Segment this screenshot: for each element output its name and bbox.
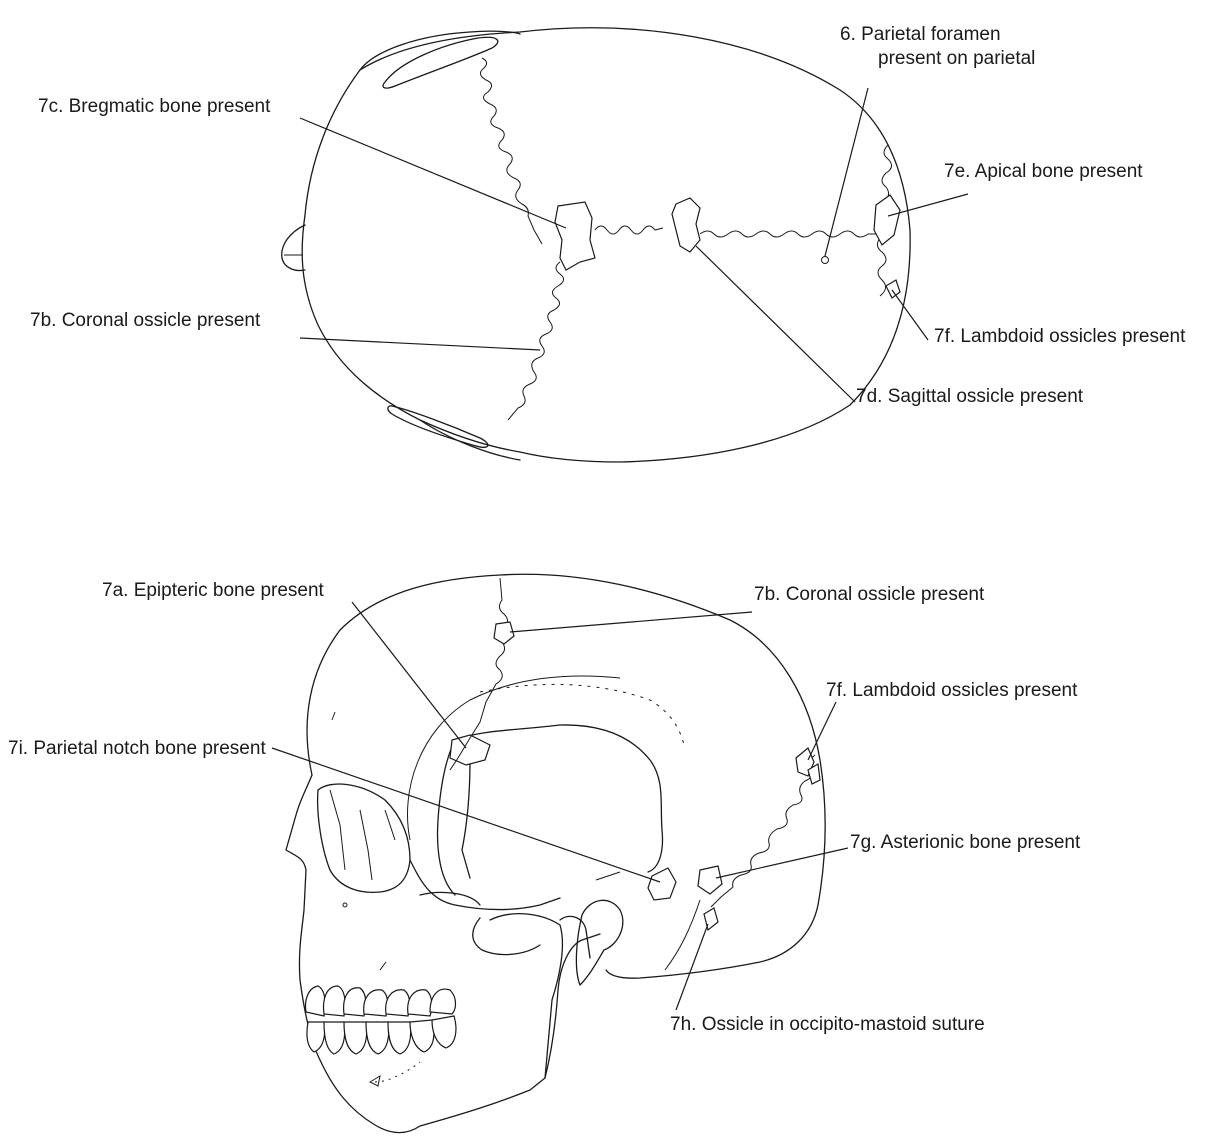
- top-view-apical-bone: [874, 195, 900, 245]
- side-view-ear-region: [576, 900, 622, 985]
- side-view-orbit: [318, 784, 410, 892]
- label-asterionic-bone: 7g. Asterionic bone present: [850, 832, 1081, 853]
- top-view-bregmatic-bone: [555, 202, 595, 270]
- top-view-outline: [302, 28, 910, 462]
- side-view-leader-lines: [272, 602, 848, 1010]
- side-view-mandible: [490, 914, 562, 1078]
- label-parietal-foramen-line2: present on parietal: [878, 48, 1035, 69]
- label-occipito-mastoid-ossicle: 7h. Ossicle in occipito-mastoid suture: [670, 1014, 985, 1035]
- label-parietal-notch-bone: 7i. Parietal notch bone present: [8, 738, 266, 759]
- label-sagittal-ossicle: 7d. Sagittal ossicle present: [856, 386, 1084, 407]
- side-view-lambdoid-suture: [711, 755, 815, 907]
- label-lambdoid-ossicles-side: 7f. Lambdoid ossicles present: [826, 680, 1078, 701]
- side-view-occipito-mastoid-ossicle: [704, 908, 718, 930]
- top-view-leader-lines: [300, 88, 968, 402]
- side-view-skull: [286, 574, 825, 1132]
- side-view-lower-teeth: [307, 1016, 456, 1054]
- top-view-nasal: [282, 225, 305, 271]
- side-view-temporal-line: [408, 676, 621, 840]
- side-view-asterionic-bone: [698, 866, 722, 894]
- side-view-upper-teeth: [306, 986, 456, 1016]
- side-view-parietal-notch-bone: [648, 868, 676, 900]
- label-parietal-foramen-line1: 6. Parietal foramen: [840, 24, 1001, 45]
- top-view-sagittal-ossicle: [672, 198, 700, 252]
- label-apical-bone: 7e. Apical bone present: [944, 161, 1143, 182]
- top-view-coronal-suture: [480, 58, 542, 244]
- top-view-sagittal-suture: [595, 226, 876, 237]
- side-view-coronal-ossicle: [494, 622, 514, 644]
- side-view-zygomatic: [410, 860, 560, 910]
- label-coronal-ossicle-side: 7b. Coronal ossicle present: [754, 584, 985, 605]
- label-epipteric-bone: 7a. Epipteric bone present: [102, 580, 325, 601]
- top-view-lambdoid-ossicle: [886, 280, 900, 298]
- top-view-skull: [282, 28, 910, 462]
- side-view-vault-outline: [307, 574, 825, 978]
- label-lambdoid-ossicles-top: 7f. Lambdoid ossicles present: [934, 326, 1186, 347]
- label-bregmatic-bone: 7c. Bregmatic bone present: [38, 96, 271, 117]
- side-view-face-outline: [286, 775, 600, 1133]
- top-view-parietal-foramen: [822, 257, 829, 264]
- label-coronal-ossicle-top: 7b. Coronal ossicle present: [30, 310, 261, 331]
